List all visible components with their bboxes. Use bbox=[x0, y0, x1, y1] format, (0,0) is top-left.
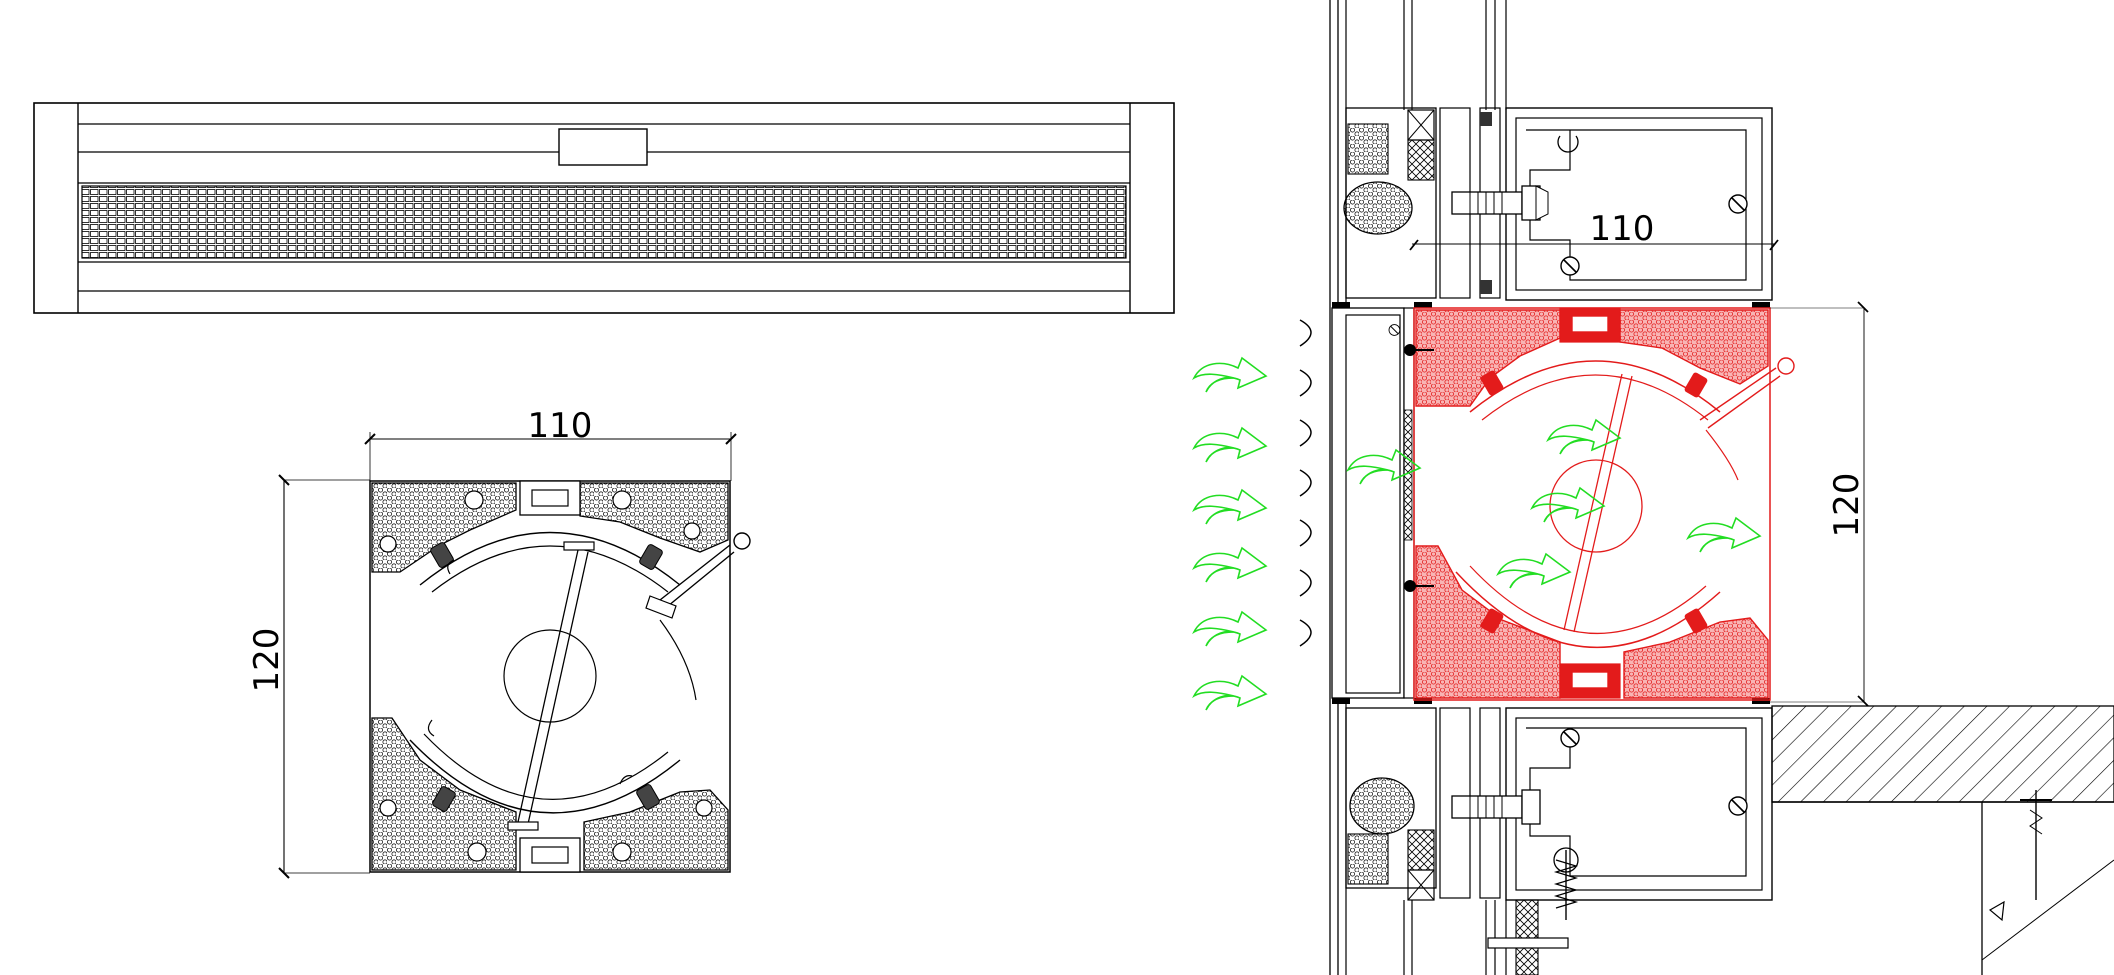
wood-nail-icon bbox=[2020, 790, 2052, 900]
airflow-arrow-icon bbox=[1547, 419, 1621, 455]
airflow-arrow-icon bbox=[1193, 675, 1267, 711]
airflow-arrow-icon bbox=[1193, 547, 1267, 583]
airflow-arrow-icon bbox=[1193, 357, 1267, 393]
right-dimensions bbox=[1409, 239, 1869, 707]
airflow-arrow-icon bbox=[1193, 611, 1267, 647]
section-height-label: 120 bbox=[1827, 473, 1867, 538]
screw-icon bbox=[1404, 344, 1434, 592]
left-cross-section bbox=[369, 480, 751, 873]
front-width-label: 110 bbox=[528, 406, 593, 446]
hex-bolt-icon bbox=[1535, 185, 1549, 221]
section-width-label: 110 bbox=[1590, 209, 1655, 249]
red-damper-unit bbox=[1413, 307, 1795, 701]
front-height-label: 120 bbox=[247, 628, 287, 693]
front-grille bbox=[81, 185, 1127, 259]
airflow-arrow-icon bbox=[1193, 427, 1267, 463]
airflow-arrow-icon bbox=[1193, 489, 1267, 525]
airflow-arrow-icon bbox=[1531, 487, 1605, 523]
front-elevation bbox=[33, 102, 1175, 314]
airflow-arrow-icon bbox=[1497, 553, 1571, 589]
front-label-plate bbox=[558, 128, 648, 166]
left-dimensions bbox=[278, 432, 737, 879]
installed-section bbox=[1299, 0, 2114, 975]
airflow-arrow-icon bbox=[1687, 517, 1761, 553]
